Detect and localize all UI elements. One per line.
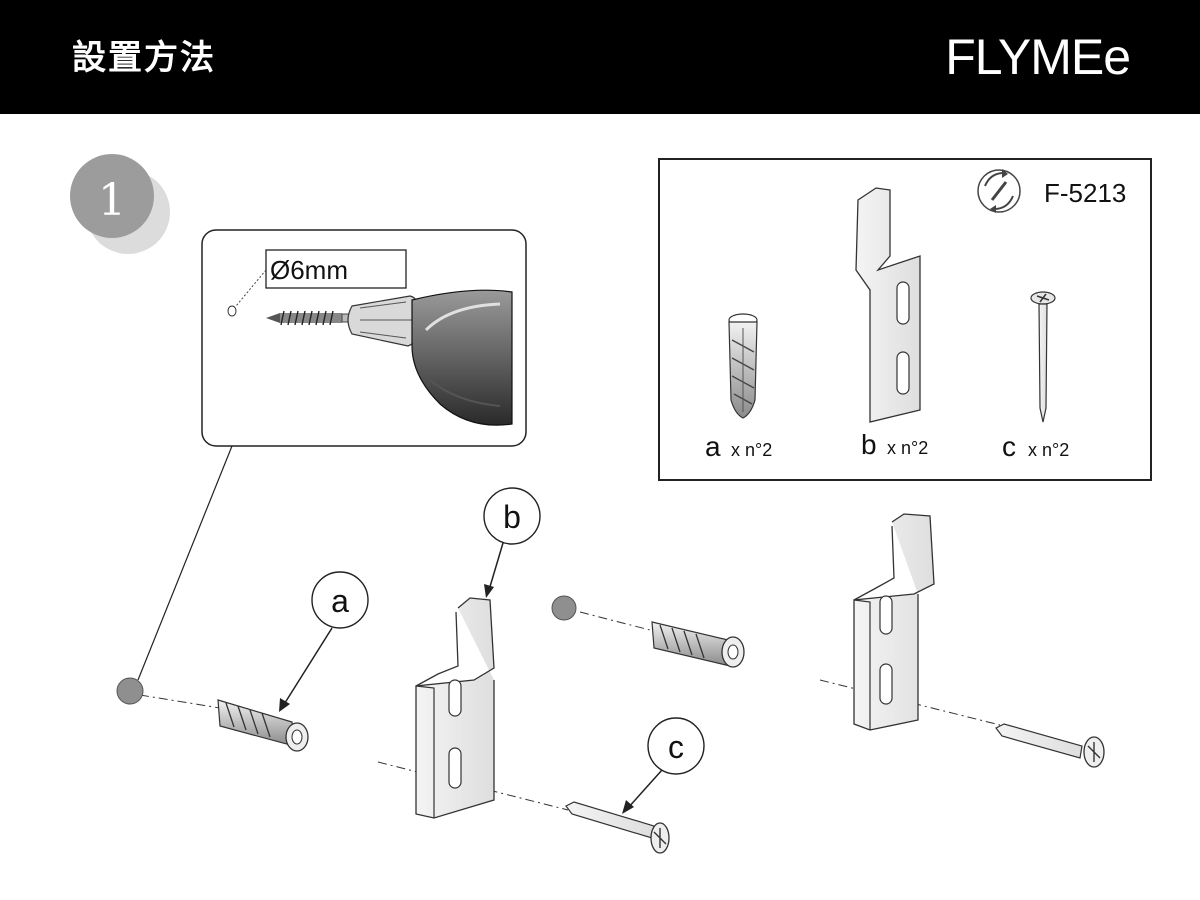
- drill-detail-panel: Ø6mm: [137, 229, 527, 681]
- part-b-letter: b: [861, 429, 877, 460]
- part-b-qty: x n°2: [887, 438, 928, 458]
- drill-icon: [347, 289, 513, 426]
- screw-right: [995, 723, 1105, 768]
- part-a-wall-plug: [728, 313, 758, 419]
- callout-a-label: a: [331, 583, 349, 619]
- wall-hole-left: [116, 677, 144, 705]
- step-number-badge: 1: [70, 154, 170, 254]
- brand-logo: FLYMEe: [945, 29, 1131, 85]
- step-number: 1: [98, 175, 126, 226]
- header-bar: 設置方法 FLYMEe: [0, 0, 1200, 114]
- part-c-screw: [1030, 291, 1056, 423]
- wall-hole-icon: [227, 305, 237, 317]
- callout-b: b: [483, 487, 541, 598]
- callout-a: a: [279, 571, 369, 712]
- wall-hole-right: [551, 595, 577, 621]
- callout-b-label: b: [503, 499, 521, 535]
- screw-left: [565, 801, 670, 854]
- wall-plug-left: [217, 699, 309, 752]
- part-c-qty: x n°2: [1028, 440, 1069, 460]
- parts-box: F-5213 a x n°2 b x n°2 c x n°2: [658, 158, 1152, 481]
- part-b-bracket: [855, 187, 921, 423]
- bracket-left: [415, 597, 495, 819]
- drill-size-label: Ø6mm: [270, 255, 348, 285]
- callout-c: c: [622, 717, 705, 814]
- cross-arrows-icon: [977, 169, 1021, 213]
- part-c-letter: c: [1002, 431, 1016, 462]
- callout-c-label: c: [668, 729, 684, 765]
- part-a-letter: a: [705, 431, 721, 462]
- drill-size-box: [265, 249, 407, 289]
- product-code: F-5213: [1044, 178, 1126, 208]
- bracket-right: [853, 513, 935, 731]
- page-title: 設置方法: [72, 38, 216, 78]
- part-a-qty: x n°2: [731, 440, 772, 460]
- wall-plug-right: [651, 621, 745, 668]
